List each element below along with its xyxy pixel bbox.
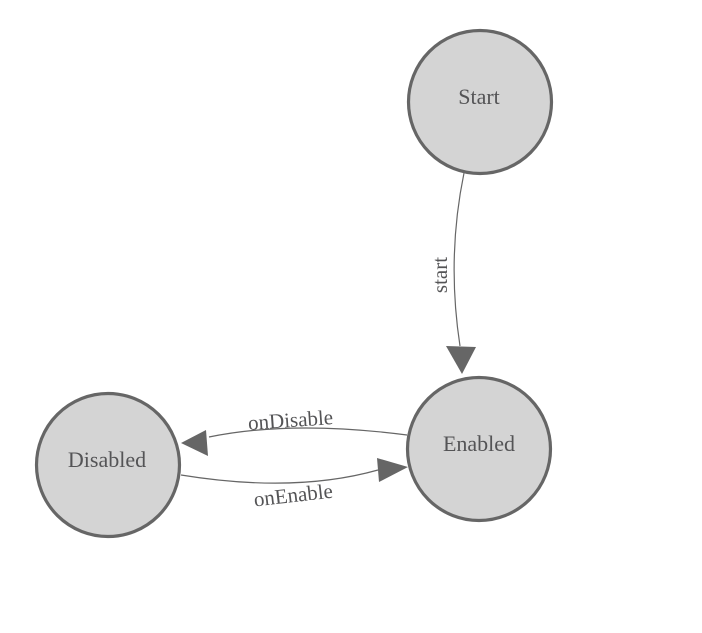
edge-disabled-to-enabled: onEnable: [180, 458, 408, 511]
arrowhead-into-disabled-icon: [181, 430, 208, 456]
node-start-circle[interactable]: [406, 28, 554, 176]
node-disabled-label: Disabled: [68, 447, 146, 472]
node-start-label: Start: [458, 84, 500, 109]
node-start: Start: [406, 28, 554, 176]
edge-start-to-enabled: start: [428, 172, 476, 374]
node-enabled-label: Enabled: [443, 431, 515, 456]
edge-start-line: [453, 172, 465, 347]
arrowhead-into-enabled-icon: [446, 346, 476, 374]
node-enabled: Enabled: [405, 375, 553, 523]
arrowhead-into-enabled-left-icon: [377, 458, 408, 482]
edge-ondisable-line: [208, 427, 408, 438]
edge-onenable-line: [180, 469, 379, 484]
edge-enabled-to-disabled: onDisable: [181, 405, 408, 456]
node-disabled-circle[interactable]: [34, 391, 182, 539]
edge-label-start: start: [428, 257, 452, 293]
node-disabled: Disabled: [34, 391, 182, 539]
edge-label-ondisable: onDisable: [247, 405, 334, 435]
node-enabled-circle[interactable]: [405, 375, 553, 523]
